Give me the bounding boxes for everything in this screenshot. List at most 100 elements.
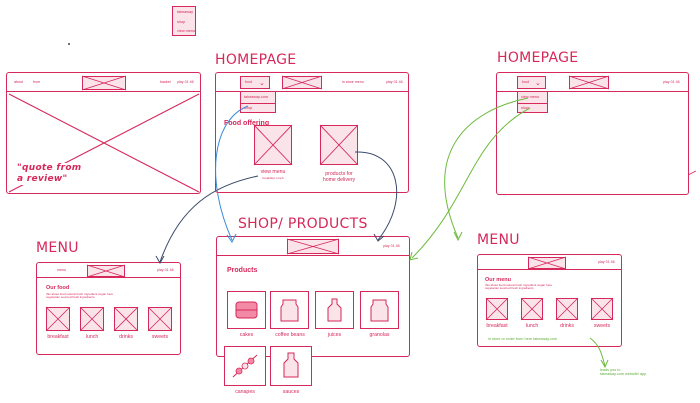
arrow-head [409,251,419,261]
homepage-2-title: HOMEPAGE [497,50,579,66]
menu-tile-breakfast[interactable] [45,306,71,332]
product-label-canapes: canapes [235,389,255,395]
product-tile-coffee-beans[interactable] [270,291,309,329]
canape-skewer-icon [232,354,258,378]
header-rule [478,269,621,270]
cake-icon [235,301,258,319]
legend-item-takeaway: takeaway [177,10,194,14]
products-card-image[interactable] [319,124,359,166]
image-placeholder [485,297,509,321]
arrow-head [600,359,609,369]
product-tile-juices[interactable] [315,291,354,329]
food-dropdown-label: food [245,80,252,84]
menu-tile-lunch[interactable] [520,297,544,321]
phone-number: play 01 46 [157,268,174,272]
coffee-bag-icon [280,299,299,322]
legend-dropdown: takeaway shop view menu [172,6,196,36]
dropdown-item-shop[interactable]: shop [521,106,530,110]
dropdown-divider [518,103,547,104]
our-food-desc: this about food natural fresh ingredient… [46,292,114,300]
legend-item-shop: shop [177,20,186,24]
frame-landing: about from basket play 01 46 "quote from… [6,72,201,194]
image-placeholder [45,306,71,332]
header-rule [497,91,688,92]
food-dropdown[interactable]: food ⌄ [517,76,546,89]
image-placeholder [79,306,105,332]
menu-tile-breakfast[interactable] [485,297,509,321]
frame-homepage-1: food ⌄ in store menu play 01 46 takeaway… [215,72,409,193]
view-menu-sublabel: breakfast, lunch [262,176,284,180]
product-tile-cakes[interactable] [227,291,266,329]
chevron-down-icon: ⌄ [259,80,265,87]
in-store-menu-link[interactable]: in store menu [342,80,364,84]
menu-label-drinks: drinks [119,334,133,340]
granola-bag-icon [370,299,389,322]
nav-about[interactable]: about [14,80,23,84]
stray-dot [68,43,70,45]
dropdown-item-takeaway[interactable]: takeaway.com [244,95,268,99]
arrow-view-menu-to-menu-right [444,97,529,239]
menu-tile-lunch[interactable] [79,306,105,332]
arrow-head [453,231,463,242]
frame-menu-right: play 01 46 Our menu this about food natu… [477,254,622,347]
arrow-products-to-shop [354,151,398,241]
takeaway-order-link[interactable]: in store or order from here takeaway.com [488,337,558,341]
nav-phone: play 01 46 [177,80,194,84]
view-menu-card-image[interactable] [253,124,293,166]
image-placeholder [147,306,173,332]
frame-menu-left: menu play 01 46 Our food this about food… [36,262,181,355]
product-tile-canapes[interactable] [224,346,266,386]
product-tile-granolas[interactable] [360,291,399,329]
products-delivery-label[interactable]: products for home delivery [322,171,356,184]
logo-placeholder [86,264,126,278]
phone-number: play 01 46 [598,260,615,264]
menu-tile-drinks[interactable] [555,297,579,321]
legend-item-view-menu: view menu [177,29,196,33]
homepage-1-title: HOMEPAGE [215,52,297,68]
frame-homepage-2: food ⌄ play 01 46 view menu shop [496,72,689,195]
products-heading: Products [227,267,258,274]
menu-right-title: MENU [477,232,520,248]
food-dropdown-menu: takeaway.com shop [240,91,276,113]
header-rule [216,91,408,92]
arrow-head [373,233,385,242]
header-rule [37,277,180,278]
dropdown-item-shop[interactable]: shop [244,106,253,110]
phone-number: play 01 46 [663,80,680,84]
nav-menu[interactable]: menu [57,268,66,272]
takeaway-note: leads you to takeaway.com website/ app [600,368,647,377]
sketch-mark [687,170,697,176]
product-label-coffee-beans: coffee beans [275,332,305,338]
menu-tile-drinks[interactable] [113,306,139,332]
arrow-head [155,255,165,265]
shop-title: SHOP/ PRODUCTS [238,216,368,232]
product-label-granolas: granolas [369,332,390,338]
menu-tile-sweets[interactable] [590,297,614,321]
chevron-down-icon: ⌄ [535,80,541,87]
product-label-juices: juices [327,332,342,338]
arrow-view-menu-to-menu [159,175,259,263]
view-menu-label[interactable]: view menu [260,169,286,175]
dropdown-divider [241,103,275,104]
nav-basket[interactable]: basket [160,80,171,84]
menu-tile-sweets[interactable] [147,306,173,332]
logo-placeholder [286,238,340,255]
menu-label-lunch: lunch [525,323,539,329]
header-rule [7,91,200,92]
arrow-head [226,233,237,243]
product-tile-sauces[interactable] [270,346,312,386]
arrow-shop-to-shop-page [411,107,531,259]
image-placeholder [520,297,544,321]
phone-number: play 01 46 [386,80,403,84]
juice-bottle-icon [327,298,342,322]
nav-from[interactable]: from [33,80,41,84]
menu-label-lunch: lunch [85,334,99,340]
dropdown-item-view-menu[interactable]: view menu [521,95,540,99]
menu-label-breakfast: breakfast [47,334,69,340]
product-label-cakes: cakes [239,332,254,338]
phone-number: play 01 46 [383,244,400,248]
image-placeholder [555,297,579,321]
food-offering-heading: Food offering [224,120,270,127]
food-dropdown[interactable]: food ⌄ [240,76,270,89]
frame-shop: play 01 46 Products cakes coffee beans j… [216,236,410,357]
